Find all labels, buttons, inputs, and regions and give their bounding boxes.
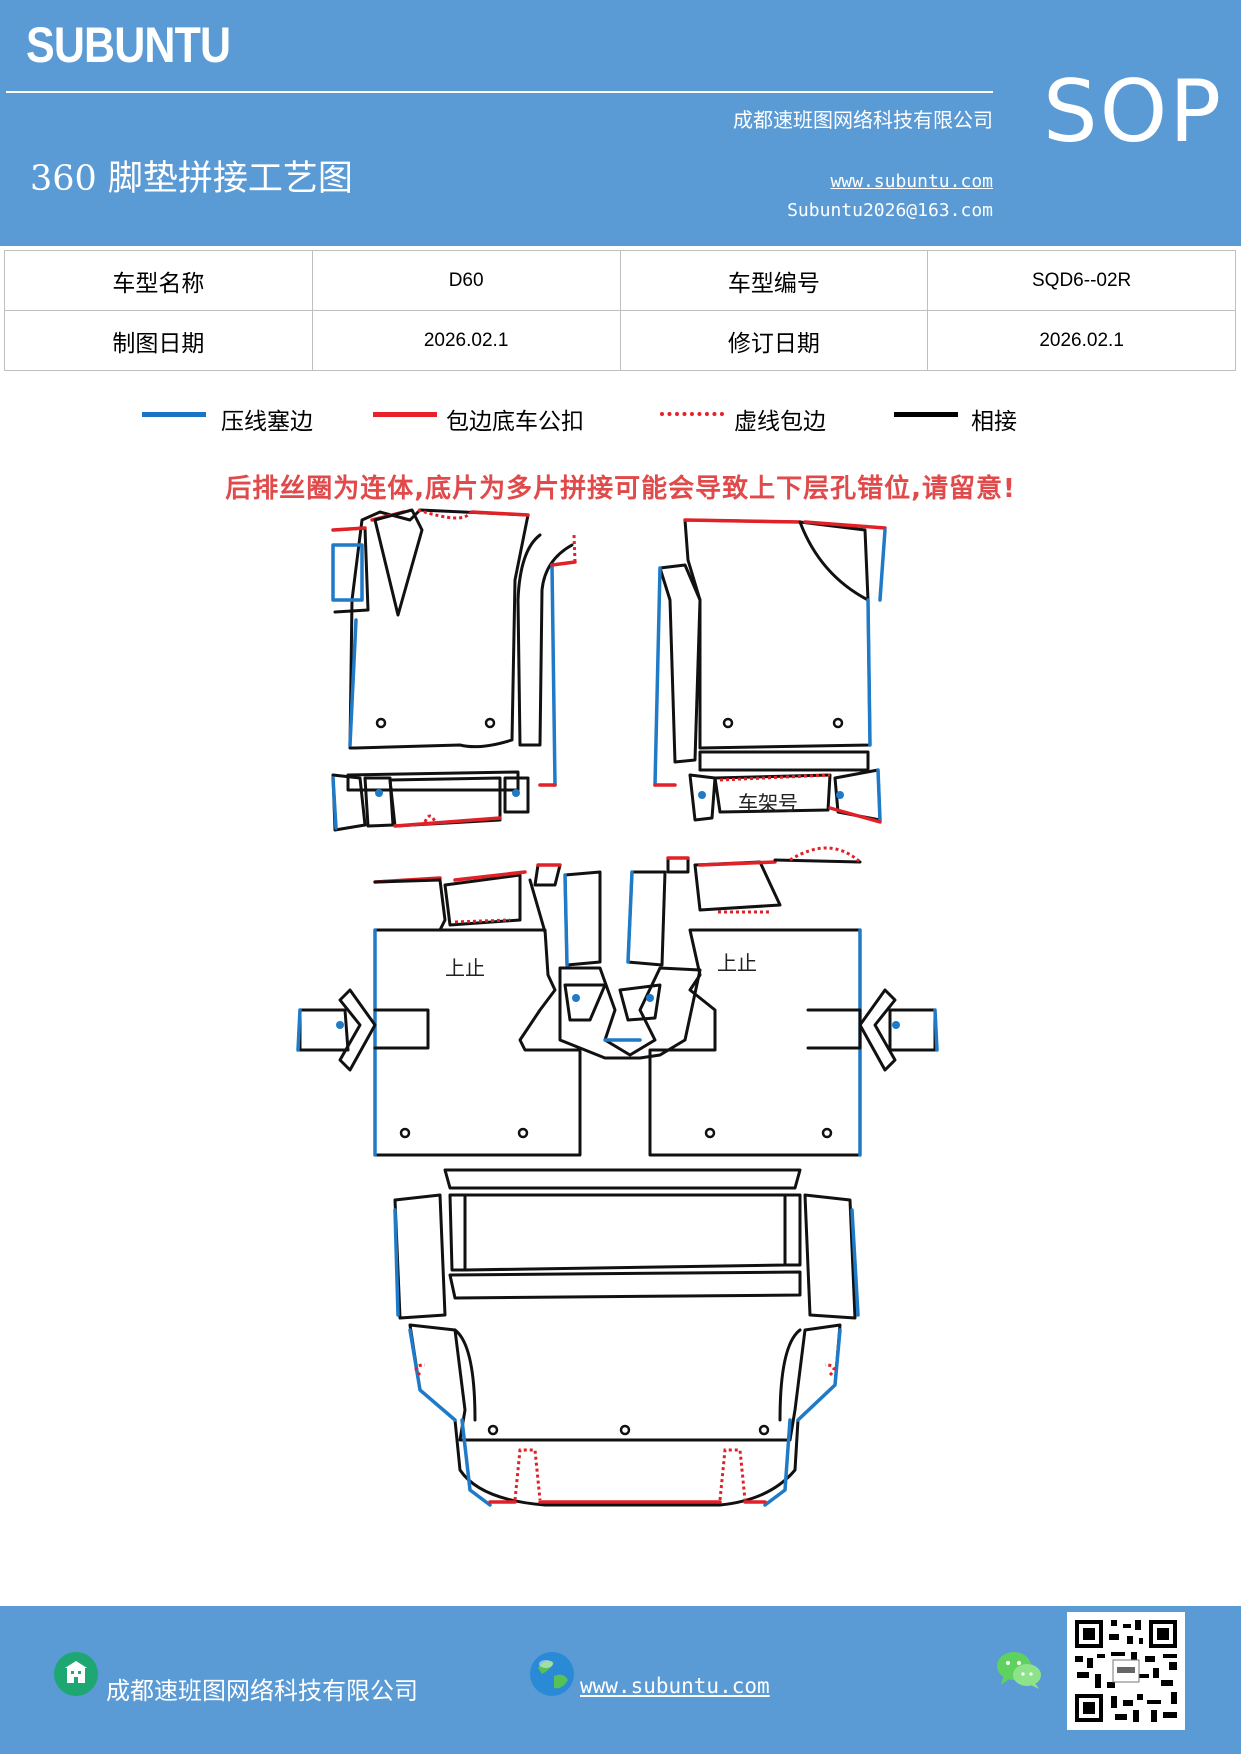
company-building-icon (54, 1652, 98, 1696)
wechat-icon[interactable] (995, 1649, 1043, 1691)
rear-row-mat (393, 1168, 860, 1507)
legend-joint-label: 相接 (971, 409, 1017, 435)
front-right-mat: 车架号 (653, 518, 887, 824)
header-banner: SUBUNTU 成都速班图网络科技有限公司 360 脚垫拼接工艺图 www.su… (0, 0, 1241, 246)
header-website-link[interactable]: www.subuntu.com (830, 171, 993, 192)
table-row: 制图日期 2026.02.1 修订日期 2026.02.1 (4, 310, 1236, 371)
model-name-label: 车型名称 (4, 250, 313, 311)
legend-dotted-edge-label: 虚线包边 (734, 409, 826, 435)
second-row-right-mat: 上止 (648, 846, 939, 1157)
table-row: 车型名称 D60 车型编号 SQD6--02R (4, 250, 1236, 311)
model-code-value: SQD6--02R (927, 250, 1236, 311)
legend-pressed-edge-swatch (142, 412, 206, 417)
qr-code (1067, 1612, 1185, 1730)
frame-number-label: 车架号 (738, 791, 798, 815)
warning-note: 后排丝圈为连体,底片为多片拼接可能会导致上下层孔错位,请留意! (225, 474, 1016, 504)
legend-joint-swatch (894, 412, 958, 417)
header-email: Subuntu2026@163.com (787, 200, 993, 221)
draw-date-value: 2026.02.1 (311, 310, 621, 371)
revise-date-label: 修订日期 (619, 310, 929, 371)
legend-dotted-edge-swatch (660, 412, 724, 416)
model-code-label: 车型编号 (619, 250, 929, 311)
second-row-left-mat: 上止 (296, 863, 582, 1157)
legend-pressed-edge-label: 压线塞边 (221, 409, 313, 435)
footer-banner: 成都速班图网络科技有限公司 www.subuntu.com (0, 1606, 1241, 1754)
center-tunnel-mat (558, 870, 702, 1060)
legend-wrap-edge-label: 包边底车公扣 (446, 409, 584, 435)
up-stop-right-label: 上止 (717, 951, 757, 975)
floor-mat-diagram: .k{fill:none;stroke:#111;stroke-width:3;… (296, 508, 939, 1507)
header-divider (6, 91, 993, 93)
legend-wrap-edge-swatch (373, 412, 437, 417)
footer-company-name: 成都速班图网络科技有限公司 (106, 1677, 418, 1705)
footer-website-link[interactable]: www.subuntu.com (580, 1674, 770, 1698)
page-title: 360 脚垫拼接工艺图 (30, 159, 353, 199)
model-name-value: D60 (311, 250, 621, 311)
brand-logo: SUBUNTU (26, 17, 231, 73)
globe-icon (530, 1652, 574, 1696)
draw-date-label: 制图日期 (4, 310, 313, 371)
up-stop-left-label: 上止 (445, 956, 485, 980)
sop-badge: SOP (1043, 62, 1224, 162)
vehicle-info-table: 车型名称 D60 车型编号 SQD6--02R 制图日期 2026.02.1 修… (4, 250, 1236, 371)
header-company-name: 成都速班图网络科技有限公司 (733, 108, 993, 132)
front-left-mat (331, 508, 577, 832)
revise-date-value: 2026.02.1 (927, 310, 1236, 371)
